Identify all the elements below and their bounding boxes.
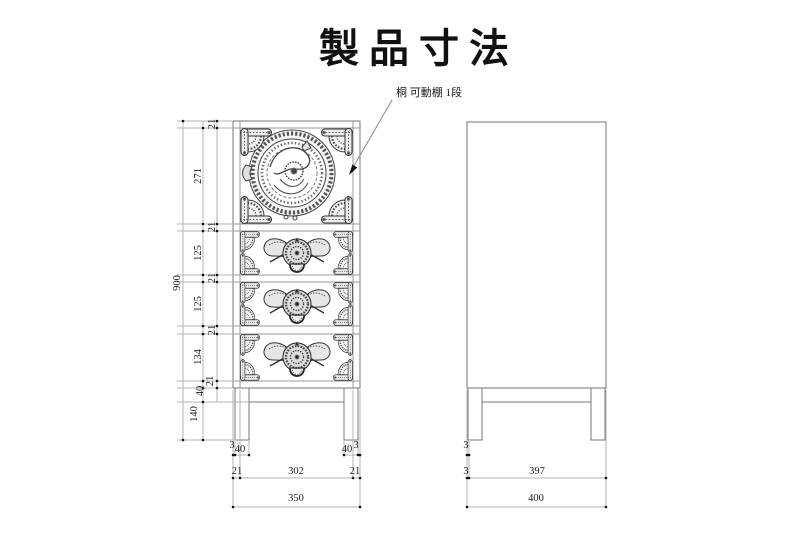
dim-rail2: 21	[207, 273, 218, 284]
dim-left-inset: 3	[229, 440, 234, 451]
dimension-lines	[177, 120, 607, 508]
dim-right-leg-width: 40	[342, 444, 353, 455]
dim-rail3: 21	[207, 325, 218, 336]
dim-drawer2-height: 125	[193, 296, 204, 312]
dim-rail1: 21	[207, 222, 218, 233]
dim-opening-width: 302	[288, 466, 304, 477]
dim-right-frame: 21	[350, 466, 361, 477]
side-front-leg	[467, 387, 483, 441]
dim-left-frame: 21	[232, 466, 243, 477]
dim-depth-total: 400	[528, 493, 544, 504]
callout: 桐 可動棚 1段	[349, 85, 462, 175]
dim-top-rail: 21	[207, 119, 218, 130]
dimension-labels: 900 21 271 21 125 21 125 21 134 21 40 14…	[172, 119, 545, 504]
side-back-leg	[590, 387, 606, 441]
front-view-drawing	[232, 120, 361, 441]
dim-width-total: 350	[288, 493, 304, 504]
dim-depth-inner: 397	[529, 466, 545, 477]
dimension-ticks	[181, 119, 608, 509]
dim-height-total: 900	[172, 275, 183, 291]
leader-arrow-icon	[349, 164, 358, 175]
dim-door-height: 271	[193, 168, 204, 184]
front-left-leg	[234, 387, 250, 441]
dim-drawer1-height: 125	[193, 245, 204, 261]
front-apron	[248, 387, 345, 403]
dim-apron-height: 40	[195, 386, 206, 397]
dim-side-leg-inset: 3	[463, 440, 468, 451]
dim-bottom-rail: 21	[205, 376, 216, 387]
front-right-leg	[343, 387, 359, 441]
side-apron	[481, 387, 592, 403]
dim-drawer3-height: 134	[193, 348, 204, 365]
page-title: 製品寸法	[319, 26, 519, 71]
dim-right-inset: 3	[353, 440, 358, 451]
side-view-drawing	[466, 121, 607, 441]
dim-left-leg-width: 40	[235, 444, 246, 455]
dim-leg-height: 140	[189, 406, 200, 422]
callout-label: 桐 可動棚 1段	[396, 85, 462, 99]
dim-side-front-inset: 3	[463, 466, 468, 477]
